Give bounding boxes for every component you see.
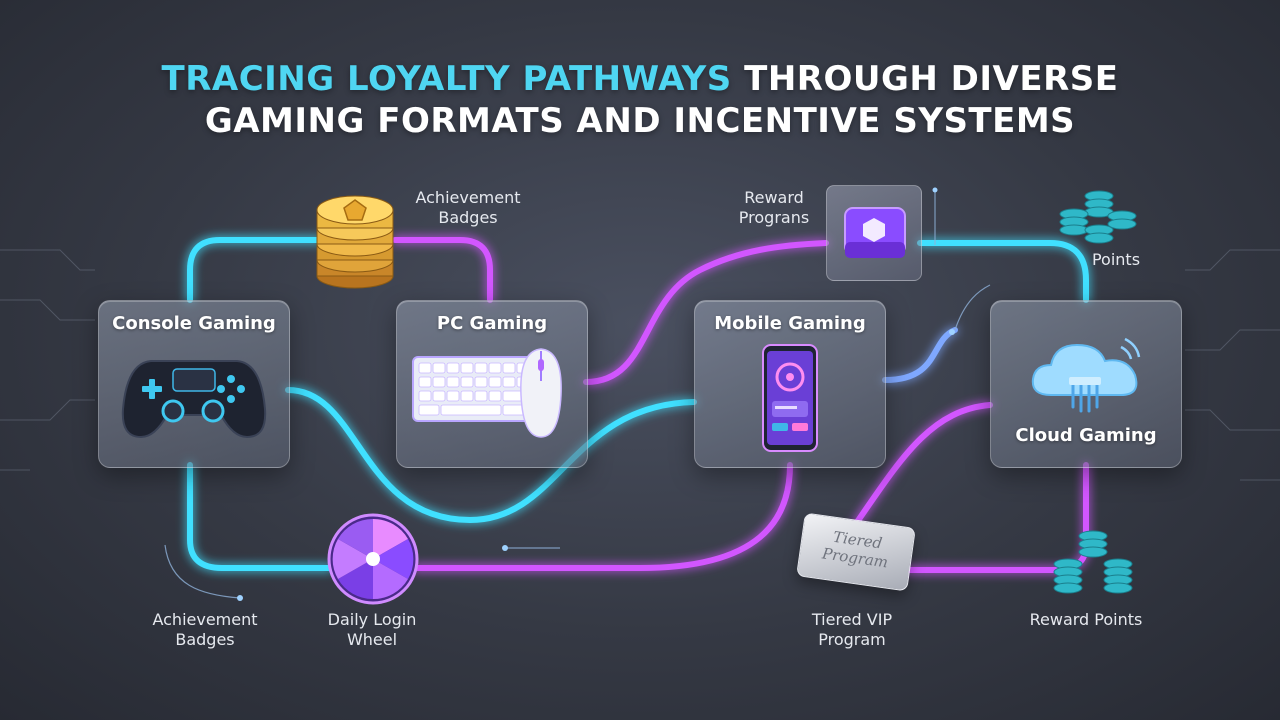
node-pc-label: PC Gaming xyxy=(436,313,548,334)
path-console-top xyxy=(187,237,323,303)
path-pc-to-reward xyxy=(583,240,829,385)
title-highlight: TRACING LOYALTY PATHWAYS xyxy=(161,59,732,99)
token-stack-icon xyxy=(1059,190,1137,244)
reward-points-token-icon xyxy=(1053,530,1133,594)
coin-stack-icon xyxy=(316,195,394,289)
node-pc-gaming: PC Gaming xyxy=(396,300,588,468)
path-badges-to-pc xyxy=(392,237,493,303)
gamepad-icon xyxy=(121,360,267,439)
cloud-icon xyxy=(1031,337,1141,413)
label-reward-programs: Reward Prograns xyxy=(738,188,810,227)
keyboard-icon xyxy=(412,356,534,422)
prize-wheel-icon xyxy=(327,513,419,605)
node-console-gaming: Console Gaming xyxy=(98,300,290,468)
reward-programs-tile xyxy=(826,185,922,281)
path-reward-to-cloud xyxy=(917,240,1089,303)
path-mobile-to-cloud xyxy=(882,327,958,383)
path-console-bottom xyxy=(187,462,333,571)
path-tiered-to-cloud xyxy=(852,402,993,528)
hexagon-badge-icon xyxy=(844,207,906,258)
tiered-plate-text: Tiered Program xyxy=(821,527,890,572)
smartphone-icon xyxy=(762,344,818,452)
node-cloud-gaming: Cloud Gaming xyxy=(990,300,1182,468)
node-mobile-label: Mobile Gaming xyxy=(714,313,866,334)
node-mobile-gaming: Mobile Gaming xyxy=(694,300,886,468)
path-console-to-mobile xyxy=(285,387,697,524)
path-wheel-to-mobile xyxy=(412,462,793,571)
title-line1-rest: THROUGH DIVERSE xyxy=(744,59,1119,99)
label-points: Points xyxy=(1091,250,1141,269)
label-achievement-badges-top: Achievement Badges xyxy=(415,188,521,227)
node-console-label: Console Gaming xyxy=(112,313,276,334)
page-title: TRACING LOYALTY PATHWAYS THROUGH DIVERSE… xyxy=(0,58,1280,142)
title-line2: GAMING FORMATS AND INCENTIVE SYSTEMS xyxy=(204,101,1076,141)
label-tiered-vip-program: Tiered VIP Program xyxy=(811,610,893,649)
label-daily-login-wheel: Daily Login Wheel xyxy=(327,610,417,649)
node-cloud-label: Cloud Gaming xyxy=(1015,425,1157,446)
label-reward-points: Reward Points xyxy=(1029,610,1143,629)
label-achievement-badges-bottom: Achievement Badges xyxy=(152,610,258,649)
mouse-icon xyxy=(520,348,562,438)
